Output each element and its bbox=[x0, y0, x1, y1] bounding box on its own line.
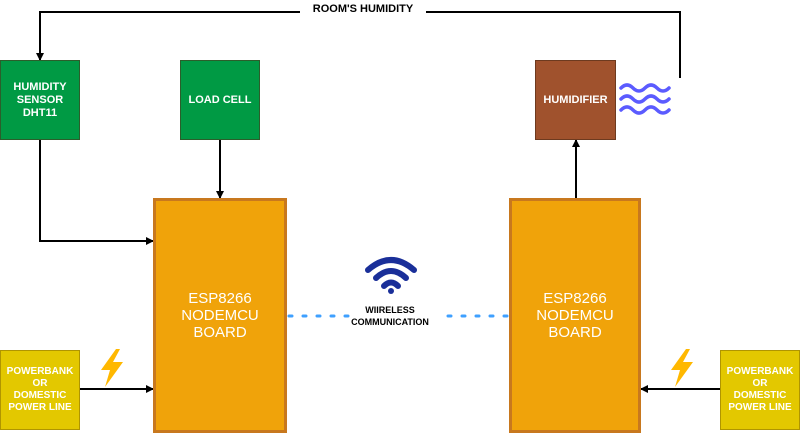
board-right-label: ESP8266 NODEMCU BOARD bbox=[536, 290, 614, 341]
esp8266-board-left: ESP8266 NODEMCU BOARD bbox=[153, 198, 287, 433]
feedback-label: ROOM'S HUMIDITY bbox=[300, 3, 426, 15]
humidity-sensor-label: HUMIDITY SENSOR DHT11 bbox=[13, 80, 67, 119]
esp8266-board-right: ESP8266 NODEMCU BOARD bbox=[509, 198, 641, 433]
sensor-to-board-arrow bbox=[39, 140, 154, 245]
wifi-icon bbox=[365, 257, 417, 294]
water-waves-icon bbox=[619, 83, 671, 115]
power-right-label: POWERBANK OR DOMESTIC POWER LINE bbox=[726, 366, 794, 413]
power-source-left: POWERBANK OR DOMESTIC POWER LINE bbox=[0, 350, 80, 430]
lightning-icon-left bbox=[101, 349, 123, 387]
humidity-sensor-block: HUMIDITY SENSOR DHT11 bbox=[0, 60, 80, 140]
lightning-icon-right bbox=[671, 349, 693, 387]
board-left-label: ESP8266 NODEMCU BOARD bbox=[181, 290, 259, 341]
humidifier-label: HUMIDIFIER bbox=[543, 94, 608, 106]
load-cell-block: LOAD CELL bbox=[180, 60, 260, 140]
wireless-label: WIIRELESS COMMUNICATION bbox=[351, 305, 429, 327]
power-source-right: POWERBANK OR DOMESTIC POWER LINE bbox=[720, 350, 800, 430]
humidifier-block: HUMIDIFIER bbox=[535, 60, 616, 140]
load-cell-label: LOAD CELL bbox=[188, 93, 252, 106]
power-left-label: POWERBANK OR DOMESTIC POWER LINE bbox=[6, 366, 74, 413]
